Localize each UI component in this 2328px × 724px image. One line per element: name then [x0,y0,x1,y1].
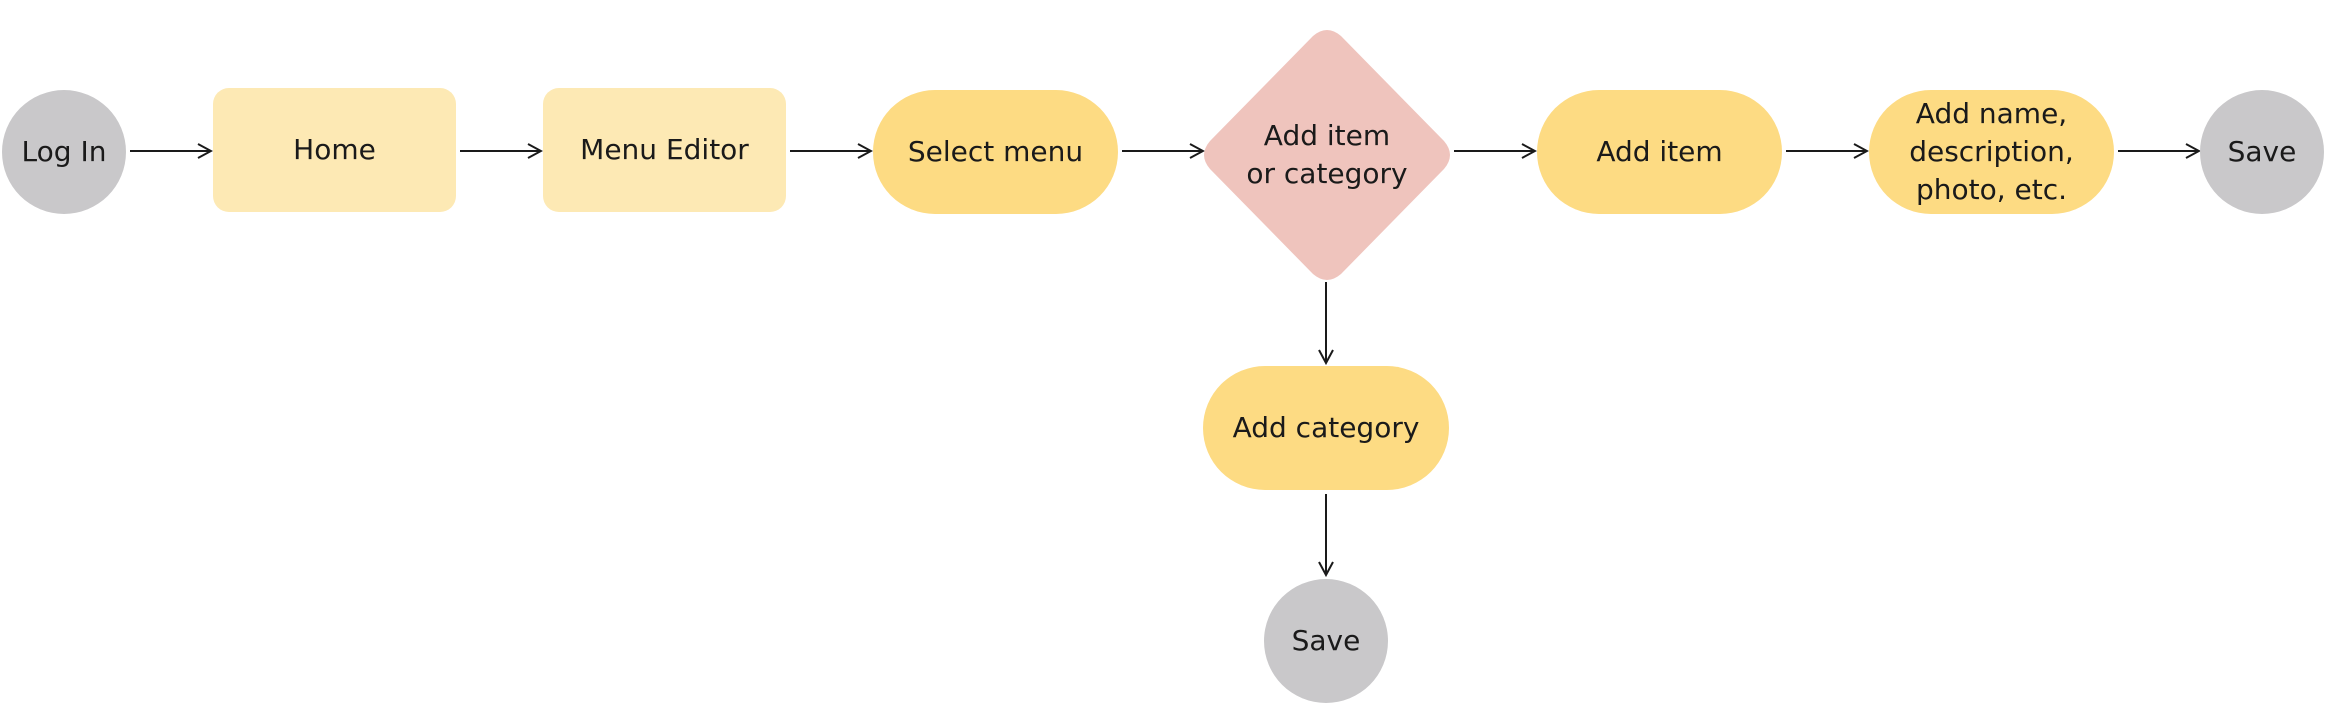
select-menu-label: Select menu [907,135,1084,168]
save-right-label: Save [2227,135,2297,168]
add-item-node: Add item [1537,90,1782,214]
decision-node: Add item or category [1204,30,1450,280]
home-node: Home [213,88,456,212]
save-bottom-label: Save [1291,624,1361,657]
menu-editor-node: Menu Editor [543,88,786,212]
add-category-node: Add category [1203,366,1449,490]
add-details-node: Add name, description, photo, etc. [1869,90,2114,214]
home-label: Home [293,133,376,166]
decision-label: Add item or category [1246,119,1408,190]
save-right-node: Save [2200,90,2324,214]
login-label: Log In [21,135,107,168]
save-bottom-node: Save [1264,579,1388,703]
add-category-label: Add category [1232,411,1420,444]
select-menu-node: Select menu [873,90,1118,214]
login-node: Log In [2,90,126,214]
menu-editor-label: Menu Editor [580,133,749,166]
add-item-label: Add item [1596,135,1723,168]
add-details-label: Add name, description, photo, etc. [1909,97,2074,206]
decision-diamond-shape [1204,30,1450,280]
